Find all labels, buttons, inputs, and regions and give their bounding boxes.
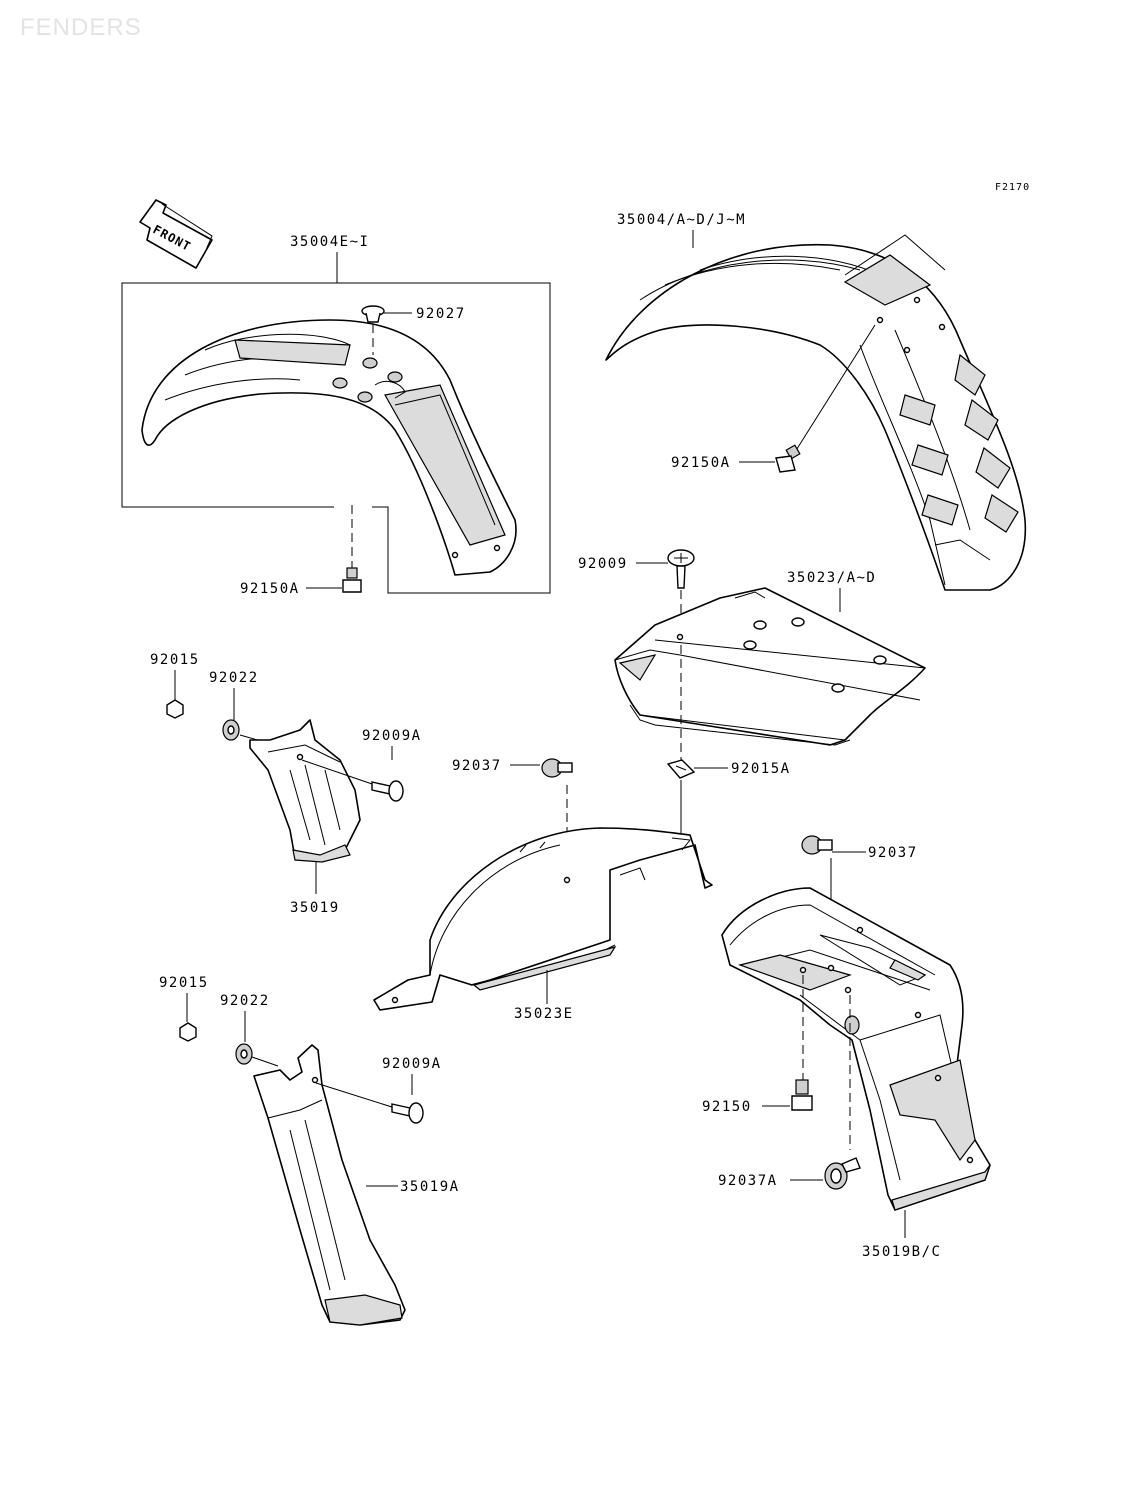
label-92009a-1: 92009A (362, 728, 422, 744)
screw-92009a-upper (371, 780, 404, 802)
bolt-92150a-rear (775, 444, 801, 473)
label-92037-2: 92037 (868, 845, 918, 861)
grommet-92027 (361, 305, 385, 323)
label-35004-adjm: 35004/A~D/J~M (617, 212, 746, 228)
rear-tray-35023 (614, 587, 926, 746)
mud-flap-35019a (253, 1044, 406, 1326)
label-92015-1: 92015 (150, 652, 200, 668)
mud-flap-group-lower: 92015 92022 92009A 35019A (159, 975, 460, 1326)
front-fender-group: 35004E~I 92027 (121, 234, 551, 597)
label-92009: 92009 (578, 556, 628, 572)
front-fender-35004 (605, 234, 1027, 591)
label-92022-1: 92022 (209, 670, 259, 686)
label-92037a: 92037A (718, 1173, 778, 1189)
label-92015-2: 92015 (159, 975, 209, 991)
figure-code: F2170 (995, 182, 1030, 193)
screw-92009 (667, 549, 695, 589)
clamp-92037-middle (541, 758, 573, 778)
label-92022-2: 92022 (220, 993, 270, 1009)
label-92150: 92150 (702, 1099, 752, 1115)
section-watermark: FENDERS (20, 14, 142, 41)
bolt-92150 (791, 1079, 813, 1111)
label-35019: 35019 (290, 900, 340, 916)
clip-nut-92015a (666, 759, 696, 779)
label-92150a-2: 92150A (671, 455, 731, 471)
washer-92022-upper (222, 719, 240, 741)
label-92150a-1: 92150A (240, 581, 300, 597)
mud-flap-35019 (249, 719, 361, 863)
inner-fender-35023e (373, 827, 713, 1011)
label-92037-1: 92037 (452, 758, 502, 774)
front-fender-35004-group: 35004/A~D/J~M (605, 212, 1027, 591)
rear-tray-group: 92009 35023/A~D (578, 549, 926, 760)
clamp-92037a (824, 1157, 861, 1190)
nut-92015-upper (166, 699, 184, 719)
label-92027: 92027 (416, 306, 466, 322)
label-35004e-i: 35004E~I (290, 234, 369, 250)
rear-fender-35019bc (721, 887, 991, 1211)
rear-fender-group: 92037 92150 (702, 835, 991, 1260)
label-35023e: 35023E (514, 1006, 574, 1022)
label-92009a-2: 92009A (382, 1056, 442, 1072)
screw-92009a-lower (391, 1102, 424, 1124)
label-35019a: 35019A (400, 1179, 460, 1195)
bolt-92150a-front (342, 567, 362, 593)
clamp-92037-upper (801, 835, 833, 855)
label-35019bc: 35019B/C (862, 1244, 941, 1260)
front-fender-35004e (141, 319, 517, 576)
mud-flap-group-upper: 92015 92022 92009A 35019 (150, 652, 422, 916)
front-arrow-icon: FRONT (139, 199, 213, 269)
label-92015a: 92015A (731, 761, 791, 777)
nut-92015-lower (179, 1022, 197, 1042)
washer-92022-lower (235, 1043, 253, 1065)
label-35023-ad: 35023/A~D (787, 570, 876, 586)
